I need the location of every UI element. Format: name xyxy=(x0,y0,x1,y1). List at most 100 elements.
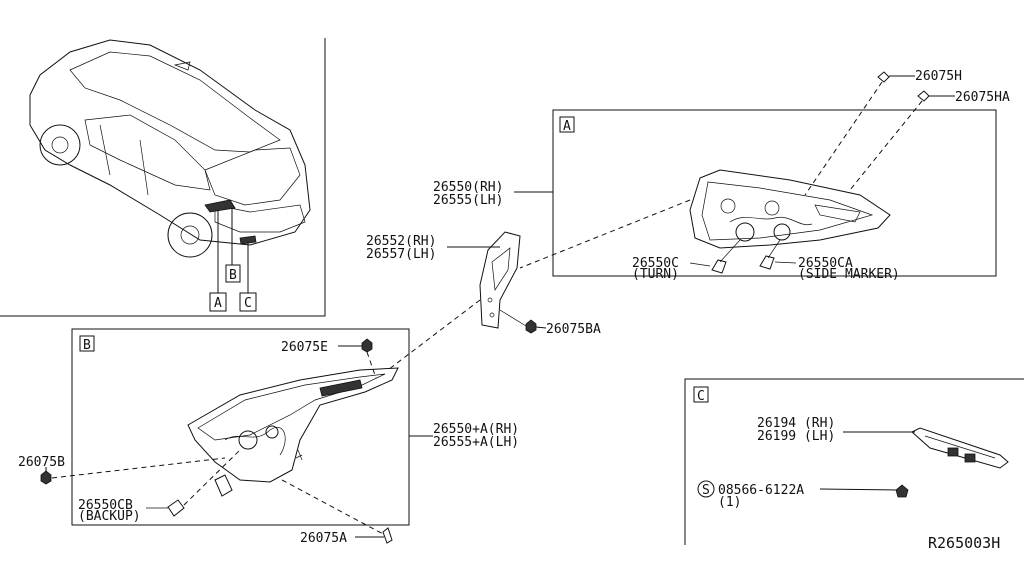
detail-c-tag: C xyxy=(697,389,705,404)
label-26552-rh: 26552(RH) xyxy=(366,234,436,249)
overview-frame xyxy=(0,38,326,317)
lamp-outer-marker xyxy=(814,204,861,223)
detail-a: A 26075H 26075HA 26550C (TURN) 26550CA (… xyxy=(552,69,1010,282)
front-wheel xyxy=(39,124,81,166)
dash-26075h xyxy=(804,81,883,196)
lamp-boss-1 xyxy=(720,198,736,214)
front-hub xyxy=(51,136,69,154)
label-26075a: 26075A xyxy=(300,531,347,546)
car-tag-b-box xyxy=(225,264,241,283)
car-antenna xyxy=(173,61,191,71)
leader-08566 xyxy=(819,488,897,491)
detail-b: B 26075E 26550+A(RH) 26555+A(LH) 26550CB… xyxy=(40,328,519,536)
dash-finisher-to-lamp-b xyxy=(379,299,481,377)
car-tail-lamp xyxy=(204,199,236,213)
finisher-hole-2 xyxy=(489,312,495,318)
car-rear-glass xyxy=(204,147,301,206)
label-26550cb: 26550CB xyxy=(78,498,133,513)
tailgate-harness xyxy=(224,427,286,456)
detail-b-tag-box xyxy=(79,335,95,352)
marker-socket xyxy=(773,223,791,241)
turn-bulb xyxy=(711,259,727,274)
dash-26075b xyxy=(51,457,226,479)
reflector-clip-1 xyxy=(947,447,959,457)
dash-lamp-to-finisher xyxy=(519,199,691,269)
label-26199-lh: 26199 (LH) xyxy=(757,429,835,444)
label-26075b: 26075B xyxy=(18,455,65,470)
detail-c-frame xyxy=(684,378,1024,545)
label-26075ba: 26075BA xyxy=(546,322,601,337)
dash-26075e xyxy=(366,351,377,379)
detail-a-frame xyxy=(552,109,997,277)
detail-a-tag-box xyxy=(559,116,575,133)
label-26075h: 26075H xyxy=(915,69,962,84)
finisher-inner xyxy=(491,247,511,292)
lamp-boss-2 xyxy=(764,200,780,216)
label-26550c: 26550C xyxy=(632,256,679,271)
diagram-ref: R265003H xyxy=(928,534,1000,552)
finisher-body xyxy=(479,231,521,329)
car-tag-c-box xyxy=(239,292,257,312)
car-tag-b: B xyxy=(229,268,237,283)
car-door-lines xyxy=(99,124,149,196)
car-tailgate xyxy=(214,204,306,233)
label-26550ca: 26550CA xyxy=(798,256,853,271)
car-body xyxy=(29,39,311,246)
nut-26075ba xyxy=(525,319,537,334)
clip-26075ha xyxy=(917,90,930,102)
turn-bulb-line xyxy=(719,239,741,263)
turn-socket xyxy=(735,222,755,242)
label-08566-qty: (1) xyxy=(718,495,741,510)
detail-c-tag-box xyxy=(693,386,709,403)
s-symbol: S xyxy=(702,483,710,498)
label-26550ca-note: (SIDE MARKER) xyxy=(798,267,900,282)
detail-b-frame xyxy=(71,328,410,526)
backup-socket xyxy=(238,430,258,450)
label-26550a-rh: 26550+A(RH) xyxy=(433,422,519,437)
label-08566: 08566-6122A xyxy=(718,483,804,498)
label-26557-lh: 26557(LH) xyxy=(366,247,436,262)
dash-26075ba xyxy=(499,309,527,327)
leader-26550c xyxy=(689,262,711,267)
tailgate-lamp-strip xyxy=(319,379,363,397)
label-26550cb-note: (BACKUP) xyxy=(78,509,141,524)
rear-hub xyxy=(180,225,200,245)
vehicle-overview: B A C xyxy=(0,38,326,317)
car-tag-c: C xyxy=(244,296,252,311)
lamp-outer-lens xyxy=(701,181,874,241)
marker-bulb xyxy=(759,255,775,270)
screw-08566 xyxy=(895,484,909,498)
reflector-body xyxy=(911,427,1009,469)
car-reflector xyxy=(239,235,257,245)
label-26075ha: 26075HA xyxy=(955,90,1010,105)
dash-26075a xyxy=(281,479,386,536)
label-26555-lh: 26555(LH) xyxy=(433,193,503,208)
label-26194-rh: 26194 (RH) xyxy=(757,416,835,431)
dash-backup-bulb xyxy=(183,449,241,506)
lamp-outer-housing xyxy=(689,169,891,249)
tailgate-lamp-housing xyxy=(187,367,399,483)
car-roof xyxy=(69,51,281,153)
reflector-edge xyxy=(924,435,996,459)
detail-c: C 26194 (RH) 26199 (LH) S 08566-6122A (1… xyxy=(684,378,1024,545)
label-26075e: 26075E xyxy=(281,340,328,355)
car-tag-a-box xyxy=(209,292,227,312)
s-symbol-circle xyxy=(697,480,715,498)
backup-bulb xyxy=(167,499,185,517)
leader-26550ca xyxy=(774,261,797,264)
finisher-26552: 26552(RH) 26557(LH) 26075BA xyxy=(366,231,601,337)
dash-26075ha xyxy=(849,100,923,191)
finisher-hole-1 xyxy=(487,297,493,303)
lamp-harness xyxy=(729,216,813,226)
label-26550c-note: (TURN) xyxy=(632,267,679,282)
clip-26075h xyxy=(877,71,890,83)
marker-bulb-line xyxy=(767,239,781,259)
reflector-clip-2 xyxy=(964,453,976,463)
connector xyxy=(214,474,233,497)
screw-26075a xyxy=(382,527,393,544)
label-26555a-lh: 26555+A(LH) xyxy=(433,435,519,450)
label-26550-rh: 26550(RH) xyxy=(433,180,503,195)
rear-wheel xyxy=(167,212,213,258)
